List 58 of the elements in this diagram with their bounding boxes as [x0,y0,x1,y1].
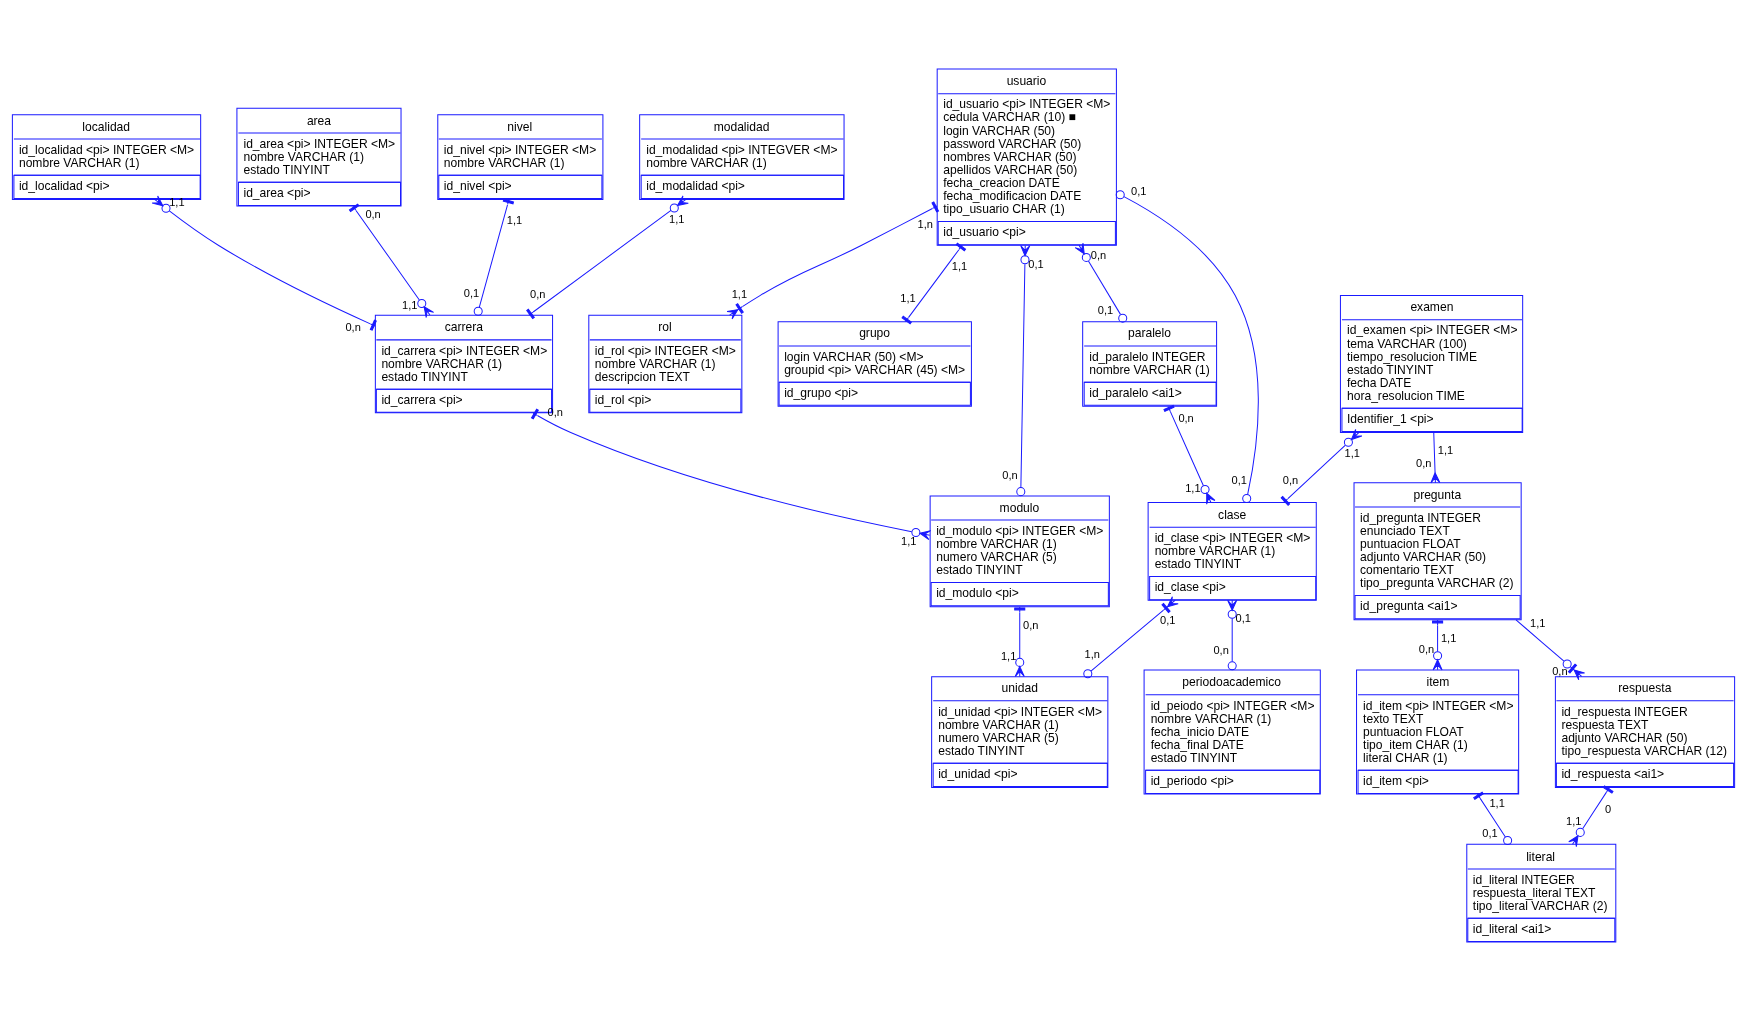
connector [473,198,515,316]
edge-label: 0,n [365,207,381,220]
edge-label: 0,1 [1160,613,1176,626]
connector [1568,784,1614,847]
edge-label: 0,1 [1235,611,1251,624]
edge-label: 1,1 [900,291,916,304]
edge-label: 0,n [1178,411,1194,424]
edge-label: 1,1 [1440,631,1457,644]
connector [151,194,377,331]
connector [1074,242,1128,323]
edge-label: 1,1 [951,259,968,272]
connector [901,241,967,324]
edge-label: 0,1 [1131,184,1147,197]
connector [530,408,932,540]
edge-label: 1,1 [901,534,917,547]
connector [1163,404,1216,505]
edge-label: 1,1 [1344,446,1360,459]
edge-label: 1,1 [402,298,418,310]
connector [1083,595,1179,678]
edge-label: 0,1 [1482,826,1498,839]
edge-label: 0,n [1002,468,1018,481]
edge-label: 0 [1605,802,1612,815]
edge-label: 0,n [530,287,546,300]
edge-label: 1,n [917,217,933,230]
connector [1014,605,1026,677]
edge-label: 1,1 [731,287,748,300]
edge-label: 1,1 [1489,796,1505,809]
edge-label: 0,1 [463,286,480,299]
connector [1430,431,1441,483]
edge-label: 0,n [1282,473,1299,486]
connector [1473,791,1513,845]
edge-label: 1,1 [1185,481,1201,494]
connector [1515,618,1586,680]
edge-label: 0,n [1213,643,1229,655]
edge-label: 0,n [1552,664,1568,677]
edge-label: 1,1 [1530,616,1546,629]
edge-label: 0,n [345,320,361,333]
connector [1115,189,1259,503]
connector [348,202,435,318]
connector [1432,618,1444,670]
edge-label: 1,1 [1000,649,1017,662]
connector [1280,428,1363,506]
edge-label: 0,1 [1231,473,1247,486]
connector [526,194,689,319]
connector [726,200,940,319]
edge-label: 1,1 [669,212,685,225]
edge-label: 0,n [1416,456,1432,469]
edge-label: 1,1 [1437,443,1454,456]
edge-label: 0,1 [1097,303,1114,316]
edge-label: 0,n [1090,248,1107,261]
connector [1016,244,1031,496]
edge-label: 1,1 [506,213,523,226]
connector [1227,599,1238,670]
edge-label: 0,n [1418,642,1435,655]
edge-label: 1,n [1084,647,1100,660]
edge-label: 0,1 [1028,257,1044,270]
edge-label: 1,1 [1566,814,1582,827]
edge-label: 0,n [1023,618,1039,631]
